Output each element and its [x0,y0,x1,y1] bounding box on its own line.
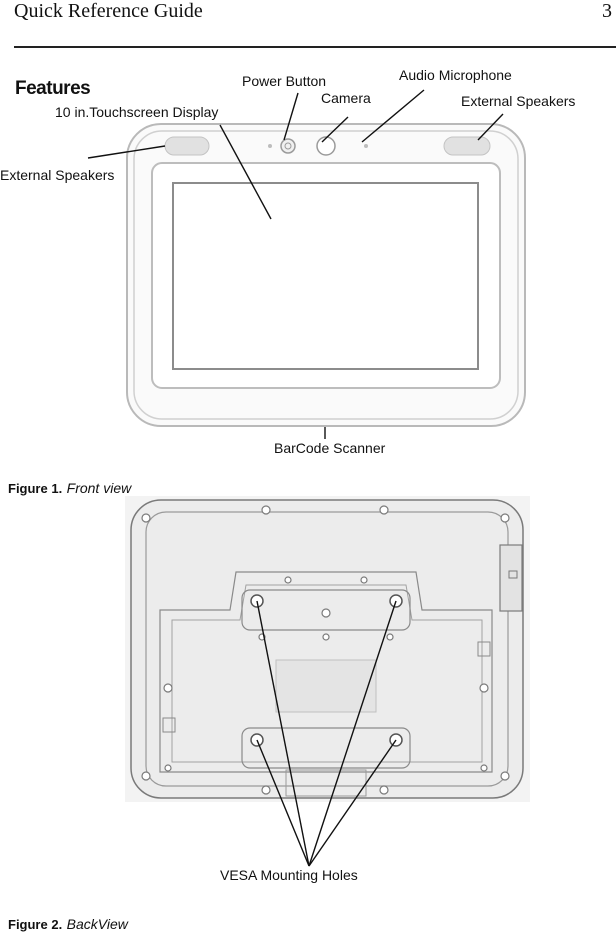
callout-camera [321,116,349,143]
page-number: 3 [602,0,612,22]
label-vesa-mounting-holes: VESA Mounting Holes [220,867,358,883]
label-external-speakers-left: External Speakers [0,167,115,183]
label-area [275,659,377,713]
page-header-title: Quick Reference Guide [14,0,203,22]
callout-power-button [283,92,299,141]
speaker-left [164,136,210,156]
vesa-plate-bottom [241,727,411,769]
callout-touchscreen [219,124,272,220]
microphone-hole [364,144,368,148]
figure-1-caption: Figure 1. Front view [8,480,131,498]
header-rule [14,46,616,48]
figure-2-label: Figure 2. [8,917,63,932]
callout-microphone [361,89,425,143]
figure-1-title: Front view [66,480,132,496]
label-touchscreen-display: 10 in.Touchscreen Display [55,104,219,120]
label-camera: Camera [321,90,371,106]
callout-vesa-holes [256,600,397,867]
section-title: Features [15,78,91,99]
figure-2-title: BackView [66,916,128,932]
label-external-speakers-right: External Speakers [461,93,576,109]
tablet-bezel-inner [133,130,519,420]
label-audio-microphone: Audio Microphone [399,67,512,83]
vesa-plate-top [241,589,411,631]
tablet-back-body [130,499,524,799]
callout-speaker-left [87,145,166,159]
back-view-illustration [125,496,530,867]
camera-lens [316,136,336,156]
touchscreen-display [172,182,479,370]
figure-1-label: Figure 1. [8,481,63,496]
speaker-right [443,136,491,156]
power-button-shape [280,138,296,154]
callout-speaker-right [477,113,504,141]
label-power-button: Power Button [242,73,327,89]
label-barcode-scanner: BarCode Scanner [274,440,386,456]
indicator-led [268,144,272,148]
figure-2-caption: Figure 2. BackView [8,916,128,934]
